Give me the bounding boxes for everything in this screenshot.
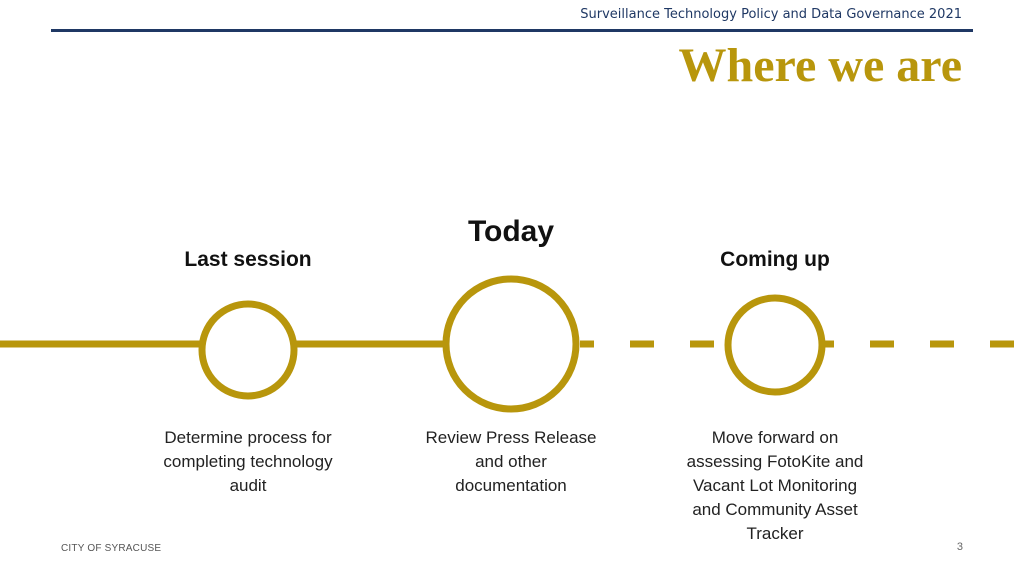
footer-organization: CITY OF SYRACUSE	[61, 543, 162, 554]
stage-label-last-session: Last session	[184, 248, 312, 271]
stage-description-coming-up: Move forward on assessing FotoKite and V…	[686, 428, 864, 543]
last-session-marker	[198, 300, 298, 400]
stage-label-today: Today	[467, 215, 555, 248]
deck-title: Surveillance Technology Policy and Data …	[580, 7, 962, 22]
stage-label-coming-up: Coming up	[720, 248, 830, 271]
stage-description-last-session: Determine process for completing technol…	[163, 428, 333, 495]
slide-title: Where we are	[678, 39, 962, 92]
stage-description-today: Review Press Release and other documenta…	[425, 428, 597, 495]
coming-up-marker	[724, 294, 826, 396]
header-divider	[51, 29, 973, 32]
today-marker	[442, 275, 580, 413]
page-number: 3	[956, 541, 963, 553]
